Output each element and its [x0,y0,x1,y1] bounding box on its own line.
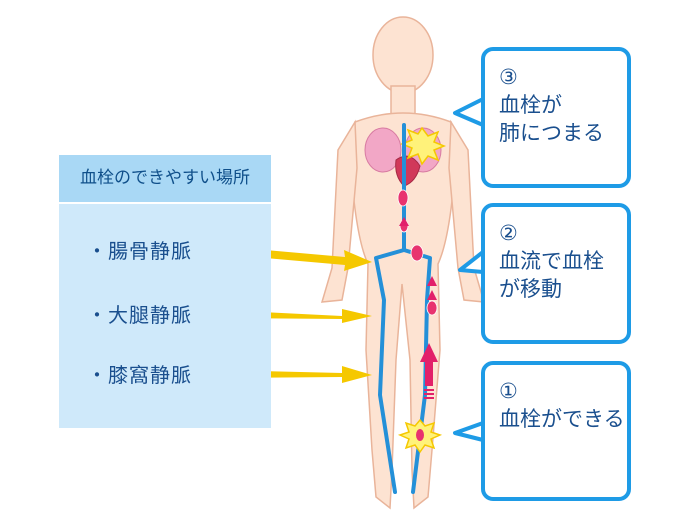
callout-step1-line1: 血栓ができる [499,407,625,431]
panel-title: 血栓のできやすい場所 [59,155,271,202]
callout-step2: ② 血流で血栓 が移動 [481,203,631,344]
callout-step2-line2: が移動 [499,277,562,301]
knee-starburst-icon [397,418,443,454]
clot-blobs-icon [397,189,438,316]
callout-step3-number: ③ [499,65,518,89]
callout-step1-number: ① [499,379,518,403]
callout-step2-number: ② [499,221,518,245]
flow-arrows-icon [399,217,438,399]
callout-step2-line1: 血流で血栓 [499,249,604,273]
panel-item-femoral-vein: ・大腿静脈 [87,303,192,327]
thrombus-locations-panel: 血栓のできやすい場所 ・腸骨静脈 ・大腿静脈 ・膝窩静脈 [59,155,271,428]
panel-item-popliteal-vein: ・膝窩静脈 [87,363,192,387]
callout-step3-line1: 血栓が [499,93,562,117]
body-silhouette-icon [320,16,486,510]
callout-step1: ① 血栓ができる [481,361,631,501]
callout-step3-line2: 肺につまる [499,121,604,145]
lung-starburst-icon [399,126,447,166]
panel-divider [59,202,271,204]
callout-tails-icon [453,97,485,442]
panel-item-iliac-vein: ・腸骨静脈 [87,239,192,263]
callout-step3: ③ 血栓が 肺につまる [481,47,631,188]
